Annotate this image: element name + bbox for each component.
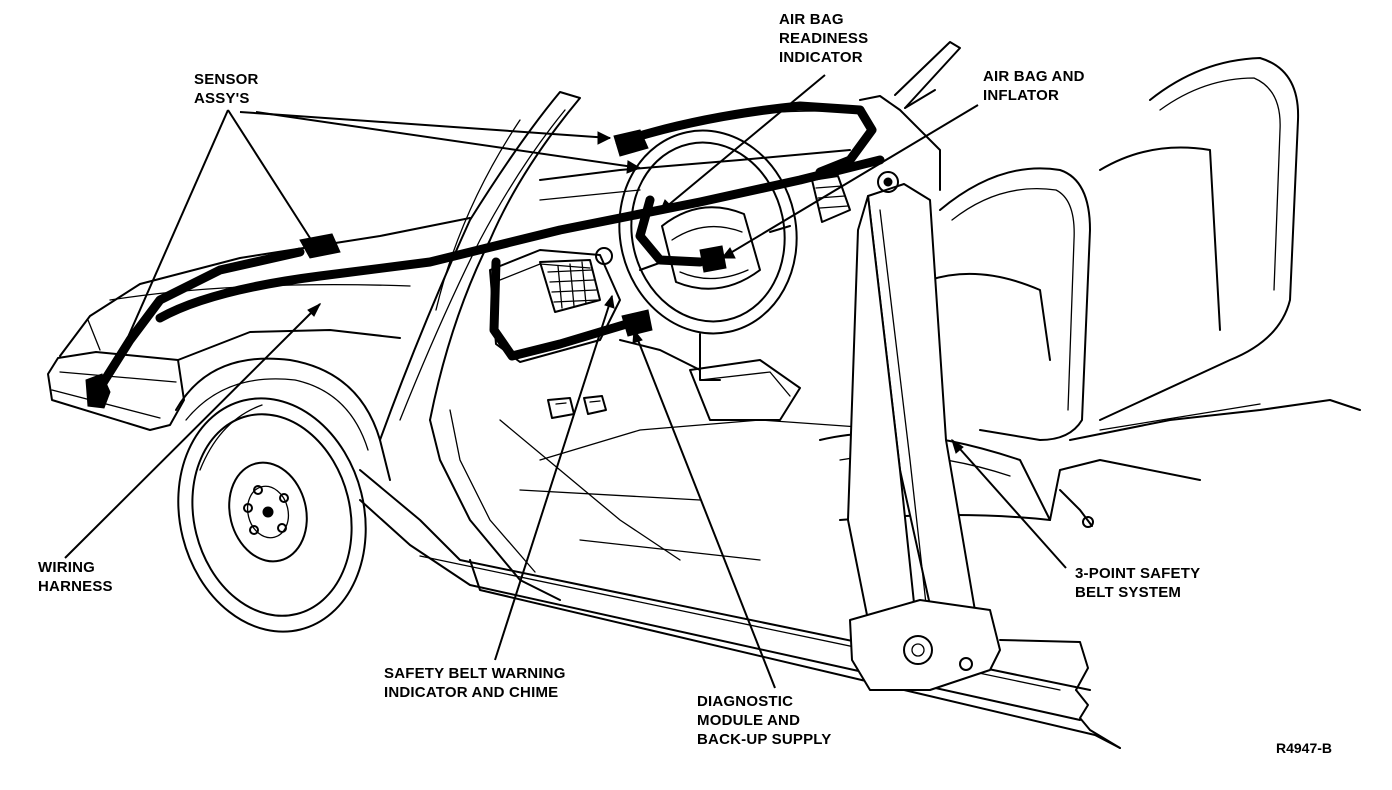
wiring-harness-line [91,101,885,399]
safety-belt [847,171,1094,691]
air-bag-inflator-label: AIR BAG AND INFLATOR [983,68,1085,104]
figure-reference-code: R4947-B [1276,740,1333,756]
sensor-assys-label: SENSOR ASSY'S [194,71,259,107]
component-markers [85,129,727,409]
three-point-belt-label: 3-POINT SAFETY BELT SYSTEM [1075,565,1201,601]
rear-seat [1069,57,1361,441]
diagnostic-module-label: DIAGNOSTIC MODULE AND BACK-UP SUPPLY [697,693,832,748]
wiring-harness-label: WIRING HARNESS [38,559,113,595]
safety-belt-warning-label: SAFETY BELT WARNING INDICATOR AND CHIME [384,665,566,701]
front-wheel [177,397,367,633]
instrument-panel [489,95,941,561]
readiness-indicator-label: AIR BAG READINESS INDICATOR [779,11,869,66]
leader-lines [64,74,1067,689]
